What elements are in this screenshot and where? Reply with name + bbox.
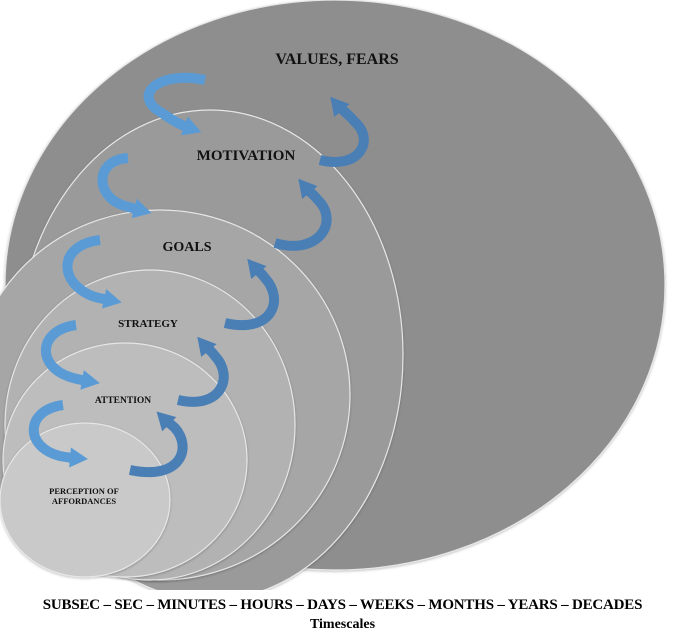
timescale-caption: Timescales <box>309 617 376 632</box>
label-values-fears: VALUES, FEARS <box>275 51 398 68</box>
timescale-years: YEARS <box>507 597 558 613</box>
label-line: AFFORDANCES <box>52 496 116 506</box>
timescale-separator: – <box>345 597 360 613</box>
curved-arrow-down-icon <box>97 153 152 219</box>
label-strategy: STRATEGY <box>118 318 178 330</box>
curved-arrow-up-icon <box>223 258 279 330</box>
curved-arrow-up-icon <box>176 336 229 407</box>
timescale-sec: SEC <box>114 597 143 613</box>
timescale-separator: – <box>557 597 572 613</box>
label-line: PERCEPTION OF <box>49 486 119 496</box>
nested-circles-diagram: VALUES, FEARS MOTIVATION GOALS STRATEGY ATTE… <box>0 0 666 590</box>
curved-arrow-down-icon <box>40 320 100 390</box>
label-motivation: MOTIVATION <box>197 148 296 164</box>
timescale-subsec: SUBSEC <box>42 597 100 613</box>
timescale-separator: – <box>142 597 158 613</box>
curved-arrow-up-icon <box>128 411 188 477</box>
timescale-decades: DECADES <box>571 597 643 613</box>
timescale-weeks: WEEKS <box>359 597 414 613</box>
labels-layer: VALUES, FEARS MOTIVATION GOALS STRATEGY ATTE… <box>49 51 399 506</box>
timescale-separator: – <box>99 597 115 613</box>
circle-perception-of-affordances <box>0 422 171 578</box>
timescale-row: SUBSEC – SEC – MINUTES – HOURS – DAYS – … <box>0 597 685 614</box>
timescale-months: MONTHS <box>428 597 494 613</box>
curved-arrow-down-icon <box>143 72 207 136</box>
timescale-separator: – <box>413 597 429 613</box>
curved-arrow-up-icon <box>318 96 369 167</box>
curved-arrow-up-icon <box>273 178 332 251</box>
timescale-minutes: MINUTES <box>157 597 226 613</box>
timescale-separator: – <box>225 597 241 613</box>
timescale-separator: – <box>292 597 308 613</box>
timescale-separator: – <box>493 597 508 613</box>
timescale-days: DAYS <box>307 597 346 613</box>
curved-arrow-down-icon <box>62 235 122 309</box>
label-goals: GOALS <box>162 240 211 255</box>
arrows-layer <box>28 72 369 477</box>
label-attention: ATTENTION <box>95 396 151 406</box>
timescale-hours: HOURS <box>240 597 293 613</box>
curved-arrow-down-icon <box>28 400 88 468</box>
